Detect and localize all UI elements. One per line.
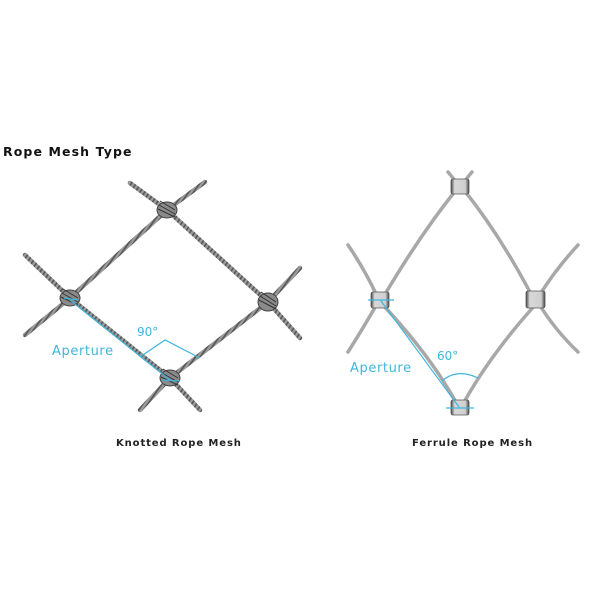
knot-joints xyxy=(59,200,279,387)
knot-icon xyxy=(156,200,178,219)
knot-icon xyxy=(257,291,279,312)
knotted-mesh-diagram: 90° Aperture xyxy=(22,179,303,413)
page-title: Rope Mesh Type xyxy=(3,144,133,159)
ferrule-icon xyxy=(525,290,546,309)
ferrule-joints xyxy=(370,178,546,416)
knotted-aperture-label: Aperture xyxy=(52,344,114,359)
ferrule-angle-label: 60° xyxy=(437,349,458,363)
knotted-annotation-lines xyxy=(63,297,201,382)
ferrule-mesh-diagram: 60° Aperture xyxy=(346,170,580,416)
ferrule-icon xyxy=(450,178,470,195)
ferrule-annotation-lines xyxy=(368,299,479,409)
ferrule-caption: Ferrule Rope Mesh xyxy=(412,438,533,449)
ferrule-aperture-label: Aperture xyxy=(350,361,412,376)
knot-icon xyxy=(159,368,181,387)
knotted-angle-label: 90° xyxy=(137,325,158,339)
knotted-caption: Knotted Rope Mesh xyxy=(116,438,242,449)
